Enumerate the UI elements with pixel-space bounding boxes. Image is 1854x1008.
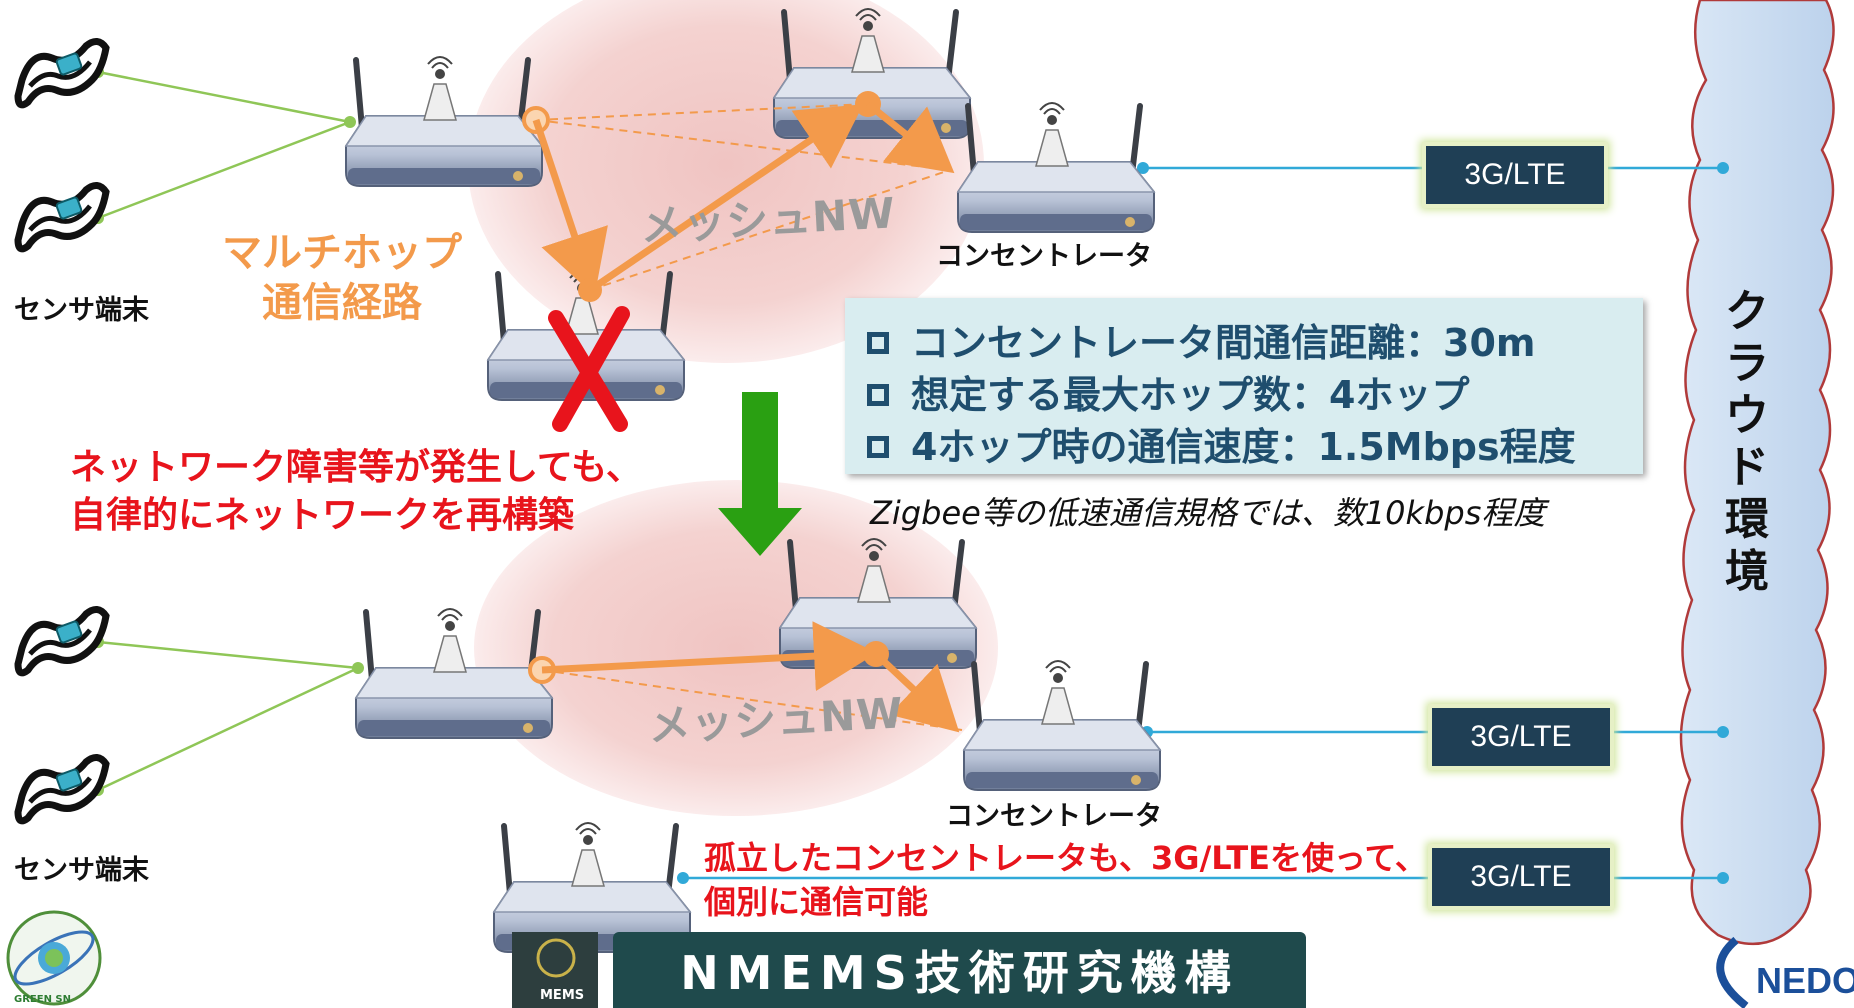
nmems-logo [512,932,598,1008]
isolated-line1: 孤立したコンセントレータも、3G/LTEを使って、 [704,839,1427,877]
spec-info-box: コンセントレータ間通信距離：30m 想定する最大ホップ数：4ホップ 4ホップ時の… [845,298,1643,474]
nedo-logo [1716,936,1749,1008]
isolated-line2: 個別に通信可能 [704,883,929,921]
multihop-label: マルチホップ 通信経路 [222,228,462,328]
spec-item: 想定する最大ホップ数：4ホップ [867,364,1469,419]
spec-item: 4ホップ時の通信速度：1.5Mbps程度 [867,416,1576,471]
nedo-logo-text: NEDO [1756,960,1854,1001]
multihop-line1: マルチホップ [222,230,462,276]
spec-text: 想定する最大ホップ数：4ホップ [911,373,1470,417]
zigbee-note: Zigbee等の低速通信規格では、数10kbps程度 [870,494,1546,532]
organization-banner: NMEMS技術研究機構 [613,932,1306,1008]
square-bullet-icon [867,383,889,406]
cloud-label: クラウド環境 [1725,286,1769,597]
concentrator-label-top: コンセントレータ [936,241,1152,272]
isolated-message: 孤立したコンセントレータも、3G/LTEを使って、 個別に通信可能 [704,836,1427,924]
failure-x-icon [548,306,630,432]
green-sn-logo [6,910,102,1006]
square-bullet-icon [867,435,889,458]
lte-box-3: 3G/LTE [1432,848,1610,906]
spec-text: コンセントレータ間通信距離：30m [911,321,1536,365]
green-down-arrow-icon [718,392,802,556]
spec-item: コンセントレータ間通信距離：30m [867,312,1535,367]
sensor-terminal-label-top: センサ端末 [14,295,149,326]
sensor-terminal-label-bottom: センサ端末 [14,855,149,886]
lte-box-1: 3G/LTE [1426,146,1604,204]
spec-text: 4ホップ時の通信速度：1.5Mbps程度 [911,425,1576,469]
green-sn-logo-text: GREEN SN [14,994,71,1005]
concentrator-label-bottom: コンセントレータ [946,801,1162,832]
lte-box-2: 3G/LTE [1432,708,1610,766]
failure-line2: 自律的にネットワークを再構築 [70,495,575,536]
multihop-line2: 通信経路 [262,280,422,326]
nmems-logo-text: MEMS [540,988,585,1003]
square-bullet-icon [867,331,889,354]
failure-message: ネットワーク障害等が発生しても、 自律的にネットワークを再構築 [70,444,642,540]
failure-line1: ネットワーク障害等が発生しても、 [70,447,643,488]
